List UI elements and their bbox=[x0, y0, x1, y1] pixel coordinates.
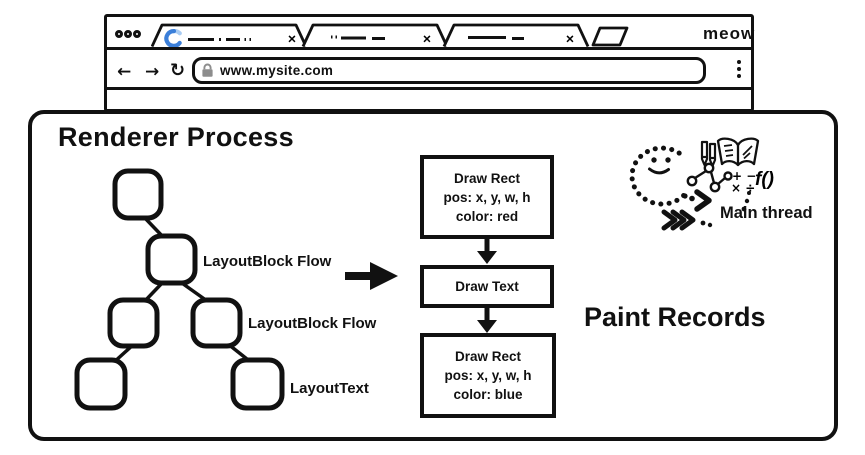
dotted-trail-icon bbox=[741, 191, 751, 212]
paint-record-line: pos: x, y, w, h bbox=[444, 368, 532, 383]
tab-title-scribble bbox=[331, 35, 385, 40]
browser-brand: meow bbox=[703, 24, 756, 43]
tab-title-scribble bbox=[468, 36, 524, 40]
window-button-icon[interactable] bbox=[124, 30, 132, 38]
book-icon bbox=[716, 137, 760, 167]
smiley-face-icon bbox=[648, 157, 671, 175]
tab-close-icon[interactable]: × bbox=[288, 31, 296, 47]
paint-record-box: Draw Rect pos: x, y, w, h color: red bbox=[420, 155, 554, 239]
renderer-process-title: Renderer Process bbox=[58, 122, 294, 152]
tab-2[interactable]: × bbox=[301, 23, 449, 48]
back-button[interactable]: ← bbox=[117, 62, 132, 82]
browser-window: × × × bbox=[104, 14, 754, 112]
paint-record-line: Draw Rect bbox=[454, 349, 522, 364]
paint-record-line: color: red bbox=[455, 208, 519, 224]
layout-node-label: LayoutBlock Flow bbox=[248, 315, 377, 332]
layout-node bbox=[145, 233, 198, 286]
paint-record-box: Draw Text bbox=[420, 265, 554, 308]
layout-node bbox=[107, 297, 160, 349]
down-arrow-icon bbox=[477, 239, 497, 264]
traffic-lights bbox=[115, 30, 141, 38]
layout-node bbox=[112, 168, 164, 221]
dotted-circle-icon bbox=[629, 145, 690, 207]
function-icon: f() bbox=[755, 169, 774, 190]
tab-strip: × × × bbox=[151, 23, 629, 48]
layout-node bbox=[74, 357, 128, 411]
window-button-icon[interactable] bbox=[133, 30, 141, 38]
tab-close-icon[interactable]: × bbox=[423, 31, 431, 47]
paint-records-title: Paint Records bbox=[584, 302, 766, 332]
layout-node bbox=[230, 357, 285, 411]
url-bar[interactable]: www.mysite.com bbox=[192, 57, 706, 84]
math-symbols-icon: × ÷ bbox=[731, 181, 755, 195]
motion-chevrons-icon bbox=[661, 189, 713, 231]
dom-tree-icon bbox=[686, 162, 733, 193]
forward-button[interactable]: → bbox=[145, 62, 160, 82]
tab-1[interactable]: × bbox=[151, 23, 308, 48]
tab-3[interactable]: × bbox=[442, 23, 590, 48]
math-symbols-icon: + − bbox=[732, 169, 756, 183]
toolbar-divider bbox=[107, 87, 751, 90]
layout-node-label: LayoutText bbox=[290, 380, 369, 397]
pencils-icon bbox=[700, 140, 717, 168]
lock-icon bbox=[202, 63, 213, 77]
url-text: www.mysite.com bbox=[220, 63, 334, 78]
layout-node bbox=[190, 297, 243, 349]
browser-menu-icon[interactable] bbox=[737, 60, 741, 78]
window-button-icon[interactable] bbox=[115, 30, 123, 38]
renderer-process-box: Renderer Process LayoutBlock Flow Layout… bbox=[28, 110, 838, 441]
tab-close-icon[interactable]: × bbox=[566, 31, 574, 47]
reload-button[interactable]: ↻ bbox=[170, 60, 186, 81]
paint-record-line: pos: x, y, w, h bbox=[443, 189, 531, 205]
paint-record-box: Draw Rect pos: x, y, w, h color: blue bbox=[420, 333, 556, 418]
down-arrow-icon bbox=[477, 308, 497, 333]
main-thread-label: Main thread bbox=[720, 204, 813, 222]
paint-record-line: Draw Rect bbox=[453, 170, 521, 186]
layout-node-label: LayoutBlock Flow bbox=[203, 253, 332, 270]
loading-spinner-icon bbox=[164, 29, 182, 48]
paint-record-line: Draw Text bbox=[455, 279, 519, 294]
tabbar-divider bbox=[107, 47, 751, 50]
layout-tree bbox=[74, 168, 285, 411]
new-tab-button[interactable] bbox=[591, 26, 629, 47]
main-thread-character: + − × ÷ f() bbox=[629, 137, 774, 231]
flow-arrow-icon bbox=[345, 262, 398, 290]
paint-record-line: color: blue bbox=[453, 387, 523, 402]
